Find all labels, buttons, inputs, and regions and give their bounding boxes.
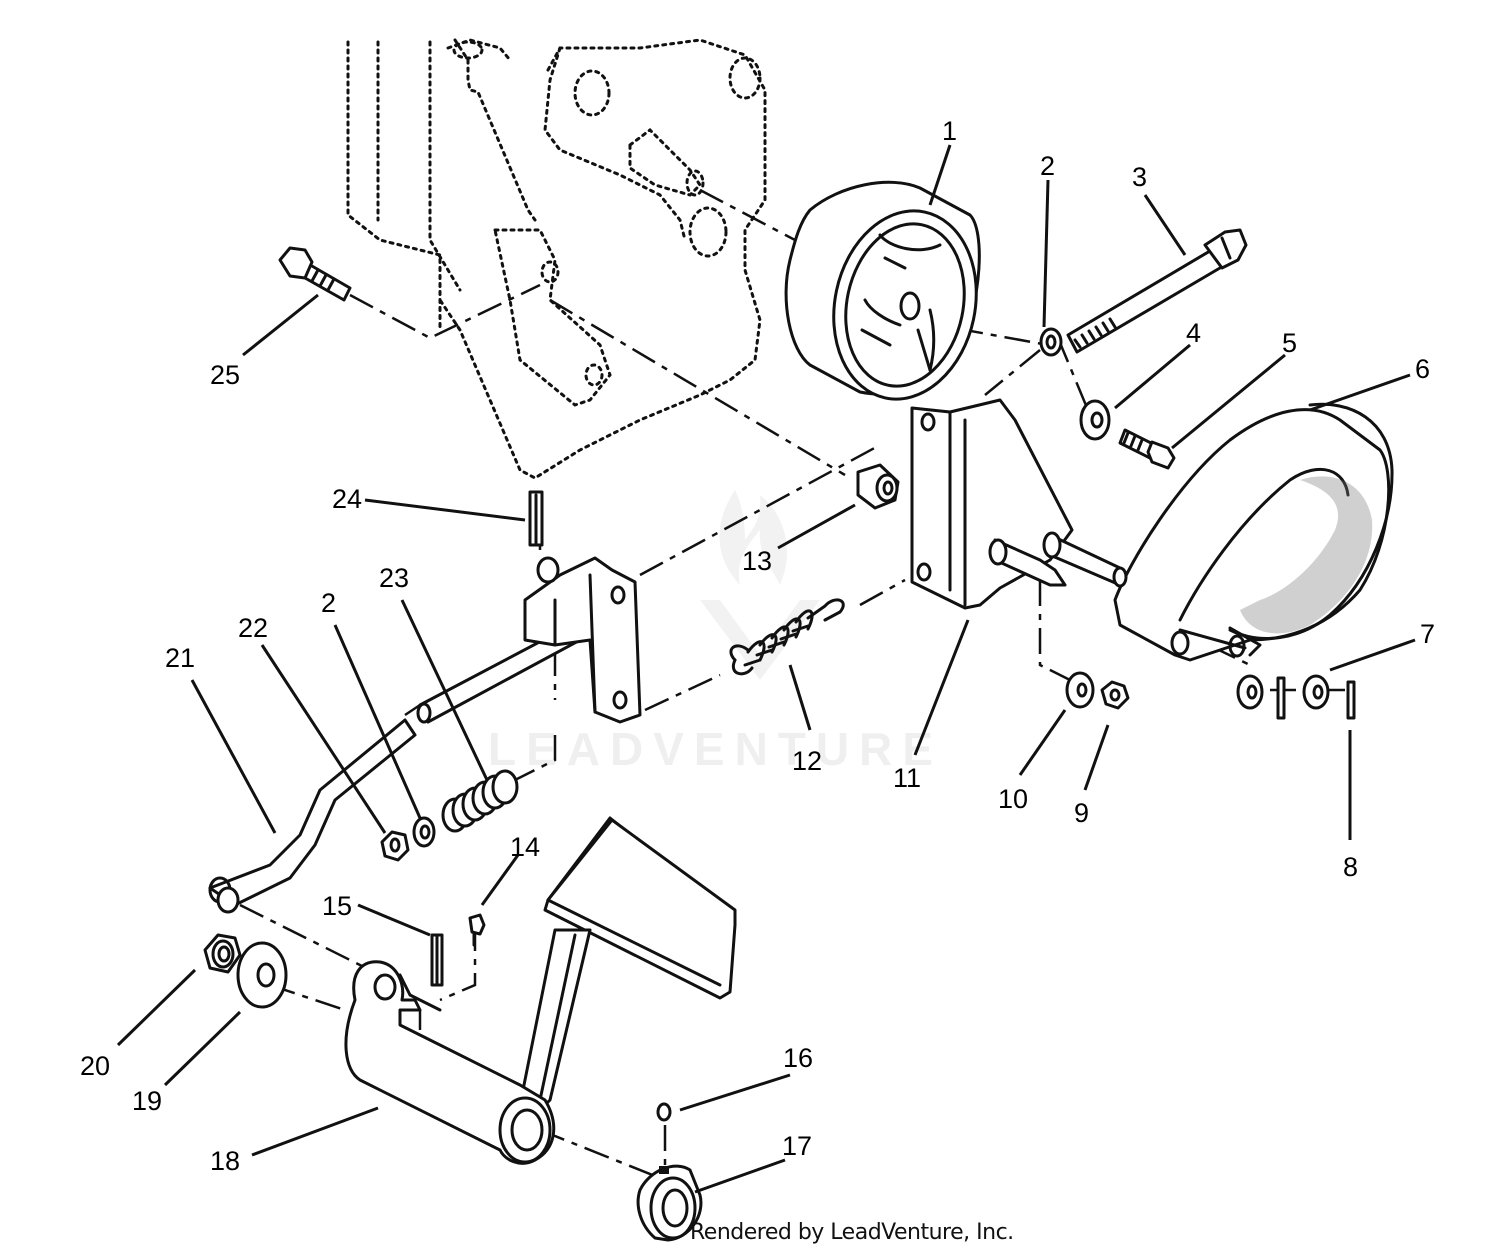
callout-7: 7: [1420, 619, 1435, 649]
part-19-flat-washer: [236, 941, 288, 1009]
part-25-bolt: [278, 246, 352, 302]
part-22-hex-nut: [380, 830, 410, 862]
callout-2-upper: 2: [1040, 151, 1055, 181]
callout-23: 23: [379, 563, 409, 593]
part-15-spring-pin: [430, 933, 444, 987]
callout-20: 20: [80, 1051, 110, 1081]
part-2-lock-washer-lower: [412, 816, 436, 848]
callout-12: 12: [792, 746, 822, 776]
part-23-compression-spring: [441, 769, 519, 833]
callout-13: 13: [742, 546, 772, 576]
part-6-brake-band: [1113, 402, 1394, 662]
part-12-extension-spring: [729, 598, 845, 676]
callout-24: 24: [332, 484, 362, 514]
callout-3: 3: [1132, 162, 1147, 192]
part-5-short-bolt: [1118, 428, 1176, 470]
watermark: LEADVENTURE: [488, 490, 943, 775]
callout-21: 21: [165, 643, 195, 673]
callout-18: 18: [210, 1146, 240, 1176]
part-3-long-bolt: [1066, 228, 1248, 354]
engine-housing-outline: [346, 38, 767, 480]
part-4-flat-washer: [1079, 399, 1111, 441]
callout-numbers: 1 2 3 4 5 6 7 8 9 10 11 12 13 14 15 16 1…: [80, 116, 1435, 1176]
callout-4: 4: [1186, 318, 1201, 348]
lever-arm: [523, 556, 642, 724]
callout-9: 9: [1074, 798, 1089, 828]
callout-10: 10: [998, 784, 1028, 814]
render-credit: Rendered by LeadVenture, Inc.: [690, 1220, 1014, 1245]
part-20-hex-nut: [203, 933, 242, 974]
callout-8: 8: [1343, 852, 1358, 882]
callout-22: 22: [238, 613, 268, 643]
part-16-set-screw: [656, 1102, 672, 1122]
part-14-grease-fitting: [468, 913, 486, 947]
part-13-bushing: [856, 463, 900, 510]
part-8-cotter-pins: [1276, 676, 1356, 720]
part-10-washer: [1065, 671, 1095, 709]
callout-6: 6: [1415, 354, 1430, 384]
callout-25: 25: [210, 360, 240, 390]
part-2-lock-washer-upper: [1039, 327, 1063, 357]
callout-leaders: [116, 144, 1416, 1194]
part-1-pulley: [784, 180, 981, 401]
part-9-hex-nut: [1100, 680, 1130, 710]
part-7-washers: [1236, 674, 1330, 710]
part-17-collar: [636, 1164, 703, 1242]
callout-1: 1: [942, 116, 957, 146]
part-24-cotter-pin: [528, 490, 544, 547]
callout-11: 11: [893, 763, 921, 793]
part-11-bracket: [910, 398, 1128, 610]
callout-5: 5: [1282, 328, 1297, 358]
callout-2-lower: 2: [321, 588, 336, 618]
watermark-text: LEADVENTURE: [488, 723, 943, 775]
callout-19: 19: [132, 1086, 162, 1116]
part-18-brake-pedal: [344, 816, 737, 1165]
callout-15: 15: [322, 891, 352, 921]
callout-14: 14: [510, 832, 540, 862]
callout-17: 17: [782, 1131, 812, 1161]
callout-16: 16: [783, 1043, 813, 1073]
